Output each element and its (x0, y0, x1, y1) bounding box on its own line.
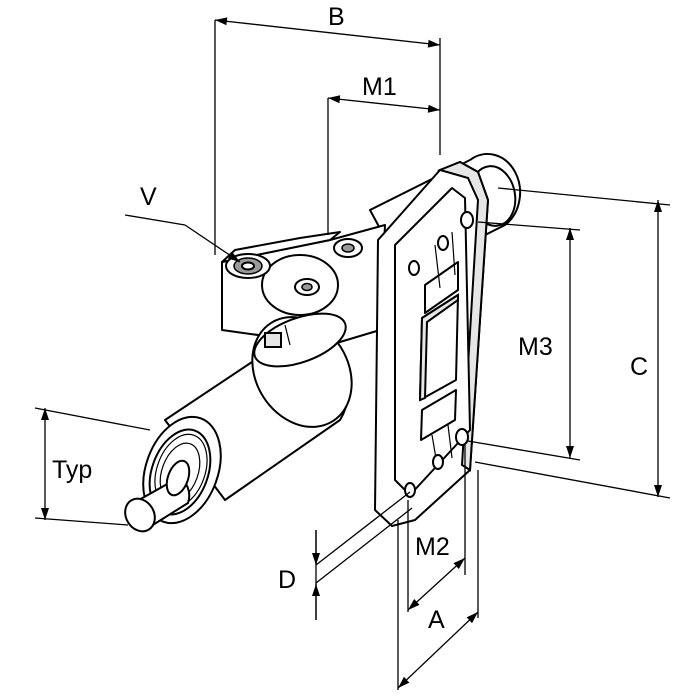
clamp-block (221, 224, 386, 346)
label-a: A (428, 606, 445, 634)
label-d: D (278, 566, 296, 594)
label-m1: M1 (362, 73, 397, 101)
label-c: C (630, 353, 648, 381)
label-b: B (328, 3, 345, 31)
label-m2: M2 (415, 533, 450, 561)
label-typ: Typ (52, 456, 92, 484)
dimension-lines (34, 17, 671, 690)
label-m3: M3 (518, 333, 553, 361)
label-v: V (140, 183, 157, 211)
flange-plate (374, 160, 490, 527)
piston-rod (124, 459, 191, 533)
